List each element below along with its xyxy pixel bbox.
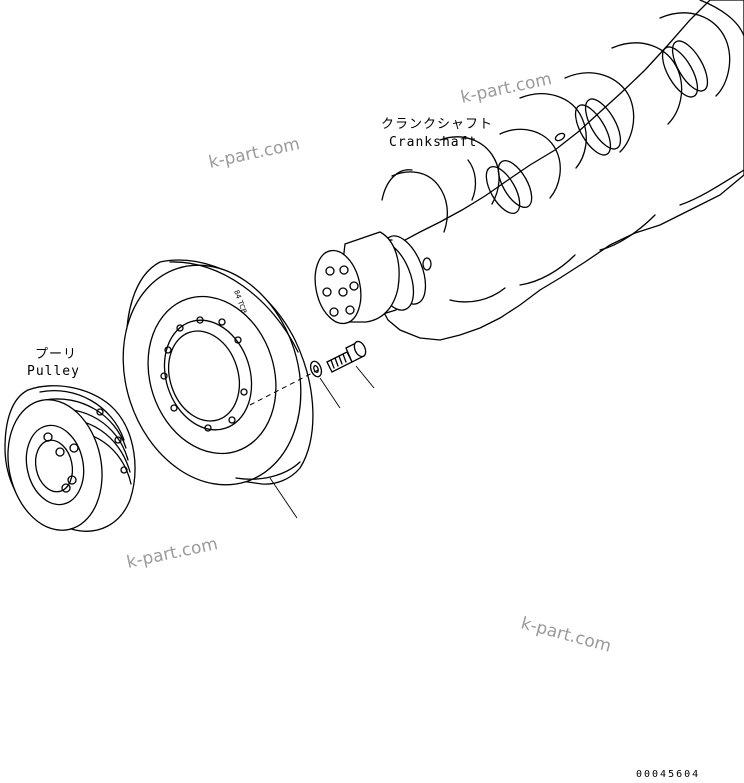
crankshaft-label-jp: クランクシャフト xyxy=(381,117,493,132)
crankshaft-label-en: Crankshaft xyxy=(389,135,477,150)
watermark: k-part.com xyxy=(519,614,614,657)
watermark: k-part.com xyxy=(459,69,554,108)
washer-leader xyxy=(319,377,341,409)
figure-number: 00045604 xyxy=(636,769,700,780)
pulley-label-jp: プーリ xyxy=(35,347,77,362)
alignment-line xyxy=(249,367,323,406)
crankshaft xyxy=(314,0,744,341)
damper-disc: 84 TCB xyxy=(122,259,314,486)
bolt xyxy=(326,340,367,373)
pulley-label-en: Pulley xyxy=(27,364,80,379)
pulley xyxy=(4,385,136,532)
washer xyxy=(309,360,323,378)
watermark: k-part.com xyxy=(207,134,302,173)
bolt-leader xyxy=(355,365,375,389)
watermark: k-part.com xyxy=(125,534,220,573)
damper-leader xyxy=(269,477,298,519)
